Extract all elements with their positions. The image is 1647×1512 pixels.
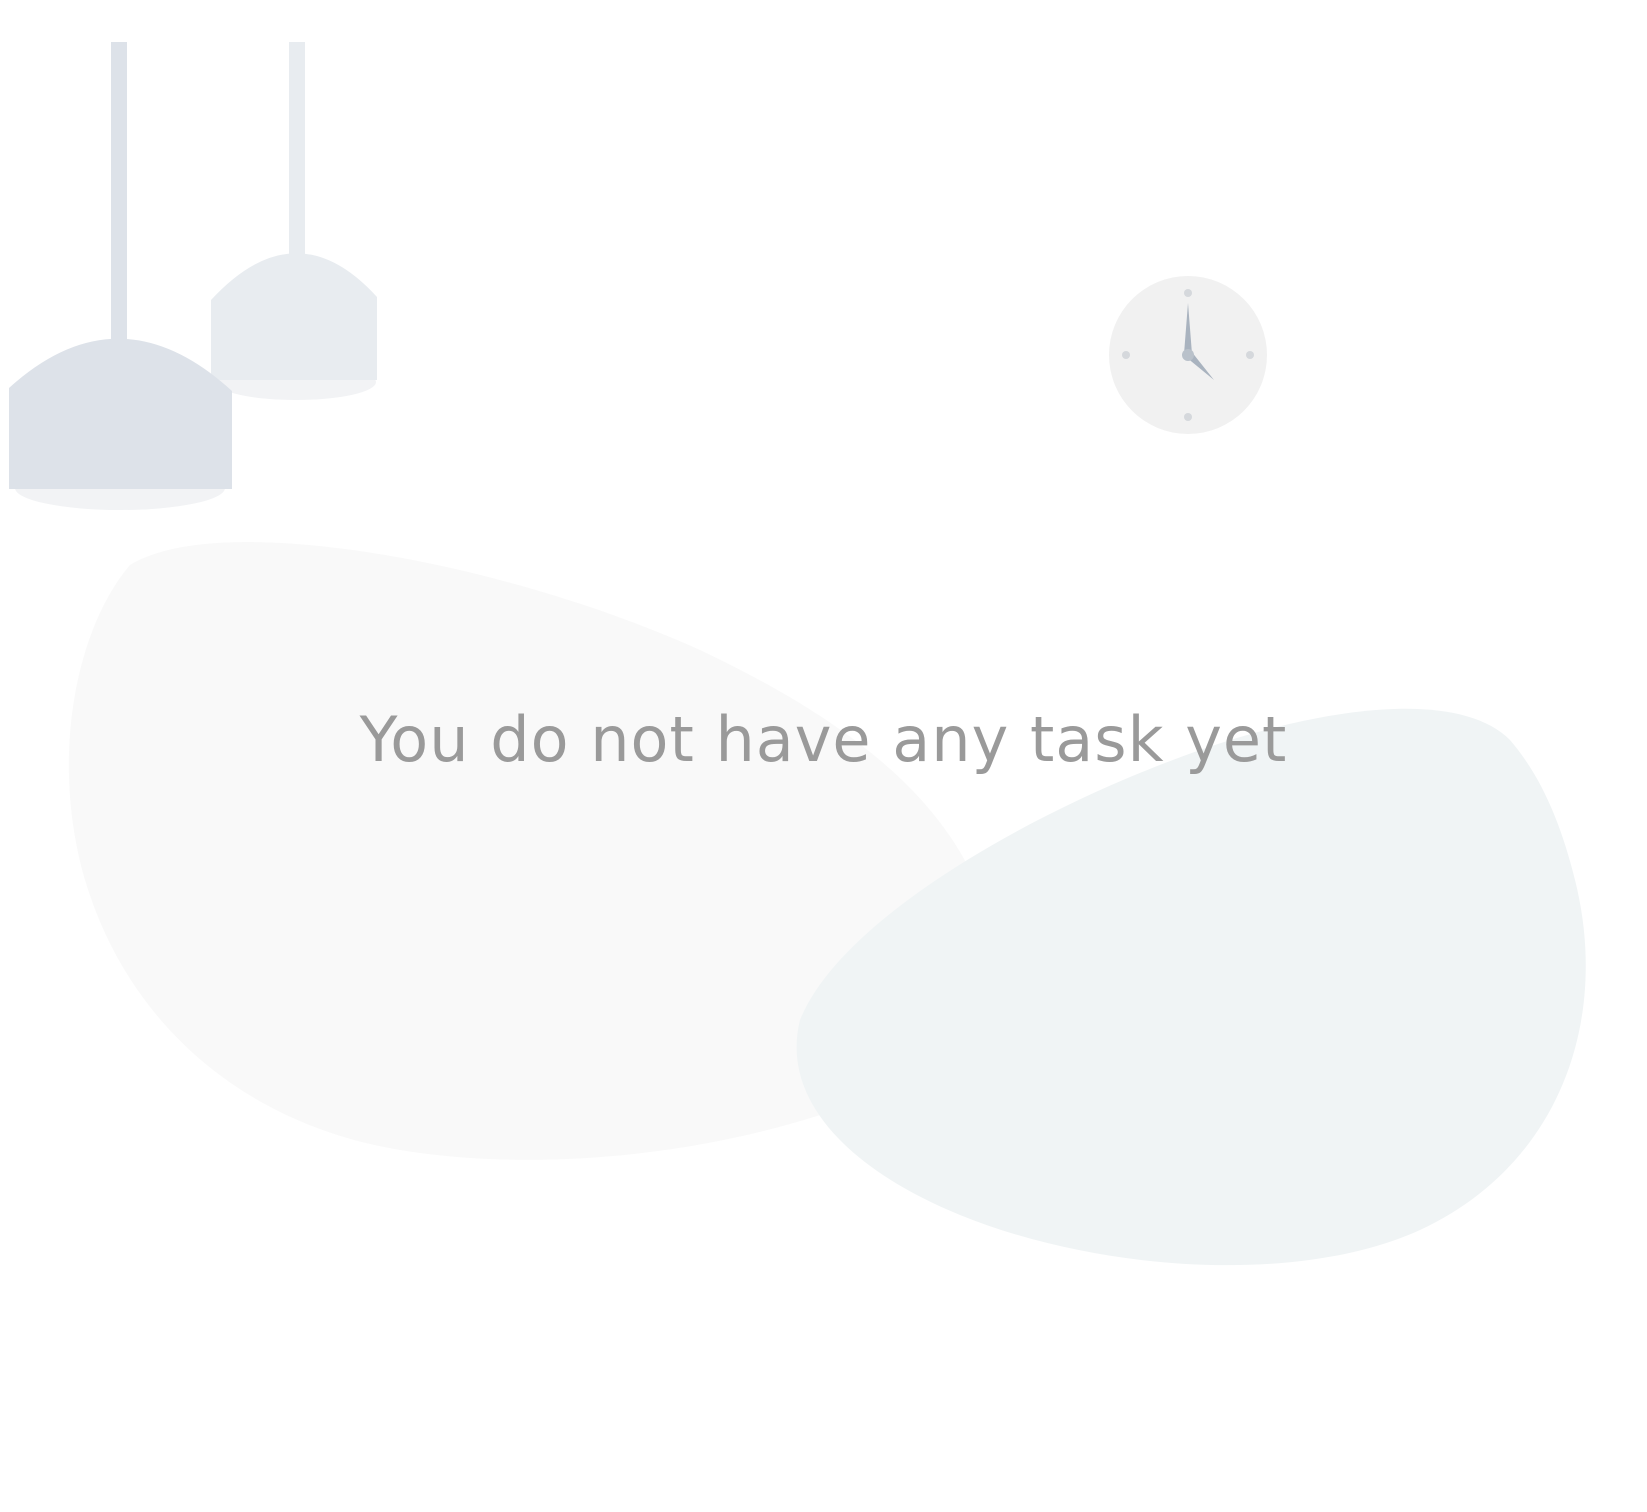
pendant-lamp-large bbox=[9, 42, 232, 510]
background-blob-right bbox=[796, 708, 1586, 1266]
empty-state-message: You do not have any task yet bbox=[359, 703, 1288, 776]
background-blob-left bbox=[68, 542, 994, 1160]
pendant-lamp-small bbox=[211, 42, 377, 400]
wall-clock-icon bbox=[1109, 276, 1267, 434]
